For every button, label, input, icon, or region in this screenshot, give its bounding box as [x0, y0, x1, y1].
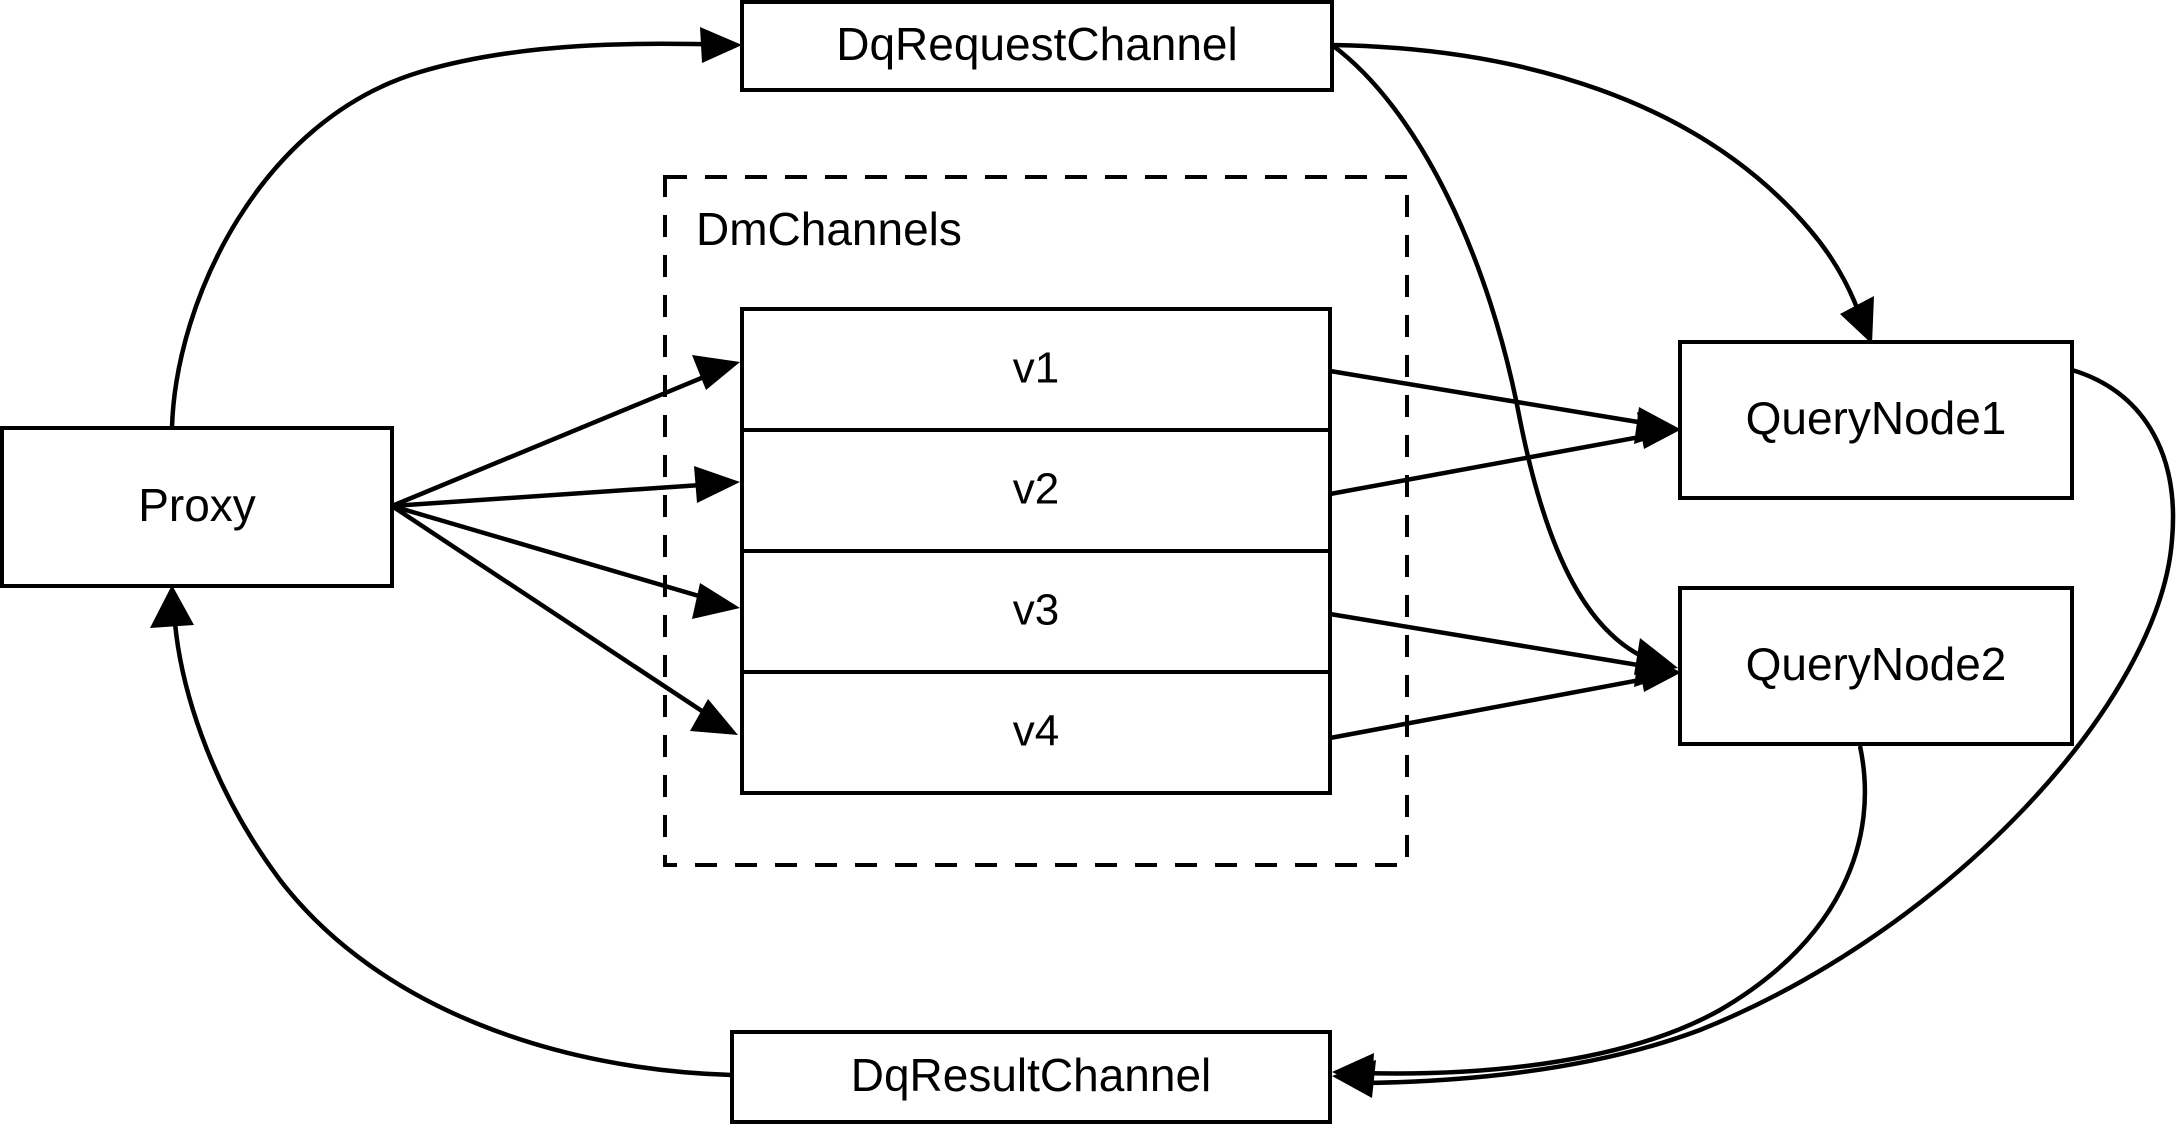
edge-dqrequestchannel-to-querynode2: [1330, 43, 1678, 675]
edge-v2-to-querynode1: [1329, 412, 1680, 497]
edge-dqrequestchannel-to-querynode1: [1331, 42, 1874, 344]
dmchannels-slot-stack: v1 v2 v3 v4: [740, 307, 1332, 795]
dmchannel-slot-v4-label: v4: [1013, 707, 1059, 756]
node-query-node-2-label: QueryNode2: [1746, 638, 2007, 690]
dmchannel-slot-v3[interactable]: v3: [1013, 586, 1059, 635]
node-dq-request-channel[interactable]: DqRequestChannel: [740, 0, 1334, 92]
node-dq-request-channel-label: DqRequestChannel: [836, 18, 1238, 70]
edges-layer: [150, 27, 2176, 1098]
edge-v4-to-querynode2: [1329, 655, 1680, 741]
edge-querynode2-to-dqresultchannel: [1332, 745, 1868, 1091]
node-proxy-label: Proxy: [138, 479, 256, 531]
edge-proxy-to-v4: [390, 504, 738, 735]
dmchannel-slot-v2-label: v2: [1013, 465, 1059, 514]
edge-proxy-to-v3: [391, 503, 740, 619]
node-dq-result-channel-label: DqResultChannel: [851, 1049, 1212, 1101]
edge-proxy-to-v2: [391, 466, 740, 509]
dmchannel-slot-v1-label: v1: [1013, 344, 1059, 393]
edge-proxy-to-v1: [391, 355, 740, 509]
dmchannel-slot-v2[interactable]: v2: [1013, 465, 1059, 514]
dmchannel-slot-v3-label: v3: [1013, 586, 1059, 635]
node-query-node-1[interactable]: QueryNode1: [1678, 340, 2074, 500]
node-query-node-1-label: QueryNode1: [1746, 392, 2007, 444]
edge-v1-to-querynode1: [1329, 368, 1680, 444]
edge-dqresultchannel-to-proxy: [150, 585, 733, 1078]
dmchannels-group: DmChannels: [663, 175, 1409, 867]
dmchannel-slot-v1[interactable]: v1: [1013, 344, 1059, 393]
dmchannel-slot-v4[interactable]: v4: [1013, 707, 1059, 756]
node-proxy[interactable]: Proxy: [0, 426, 394, 588]
edge-proxy-to-dqrequestchannel: [169, 27, 742, 428]
dmchannels-group-label: DmChannels: [696, 203, 962, 255]
node-query-node-2[interactable]: QueryNode2: [1678, 586, 2074, 746]
edge-v3-to-querynode2: [1329, 611, 1680, 687]
node-dq-result-channel[interactable]: DqResultChannel: [730, 1030, 1332, 1124]
